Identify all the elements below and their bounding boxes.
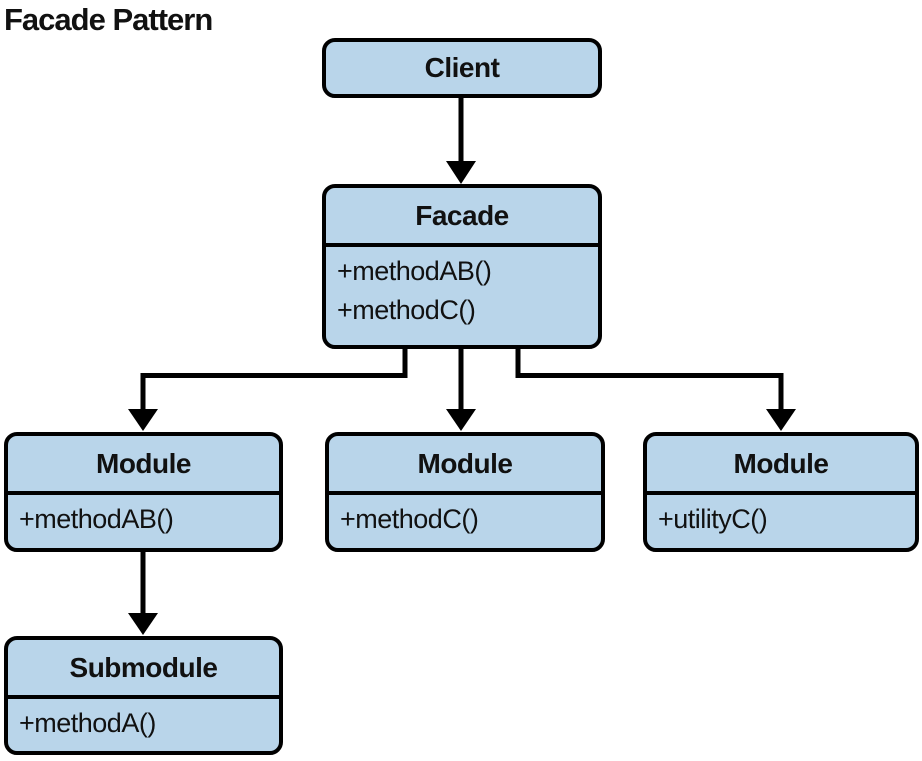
node-module-c: Module +methodC() — [325, 432, 605, 552]
method-label: +methodC() — [340, 504, 479, 534]
node-methods: +methodC() — [329, 495, 601, 539]
node-methods: +methodA() — [8, 699, 279, 743]
node-methods: +utilityC() — [647, 495, 915, 539]
node-client: Client — [322, 38, 602, 98]
node-methods: +methodAB() — [8, 495, 279, 539]
node-title: Facade — [326, 188, 598, 247]
node-module-utility: Module +utilityC() — [643, 432, 919, 552]
node-title: Module — [8, 436, 279, 495]
node-submodule: Submodule +methodA() — [4, 636, 283, 755]
node-title: Module — [647, 436, 915, 495]
node-title: Submodule — [8, 640, 279, 699]
method-label: +methodAB() — [19, 504, 174, 534]
node-methods: +methodAB() +methodC() — [326, 247, 598, 330]
method-label: +methodA() — [19, 708, 156, 738]
arrow-client-to-facade — [446, 95, 476, 184]
arrow-module-to-submodule — [128, 550, 158, 635]
method-label: +utilityC() — [658, 504, 768, 534]
node-title: Client — [424, 52, 500, 83]
method-label: +methodC() — [337, 295, 476, 325]
node-facade: Facade +methodAB() +methodC() — [322, 184, 602, 349]
arrow-facade-to-module-ab — [128, 347, 408, 431]
arrow-facade-to-module-c — [446, 347, 476, 431]
arrow-facade-to-module-utility — [515, 347, 796, 431]
diagram-title: Facade Pattern — [4, 2, 213, 37]
method-label: +methodAB() — [337, 256, 492, 286]
node-module-ab: Module +methodAB() — [4, 432, 283, 552]
node-title: Module — [329, 436, 601, 495]
